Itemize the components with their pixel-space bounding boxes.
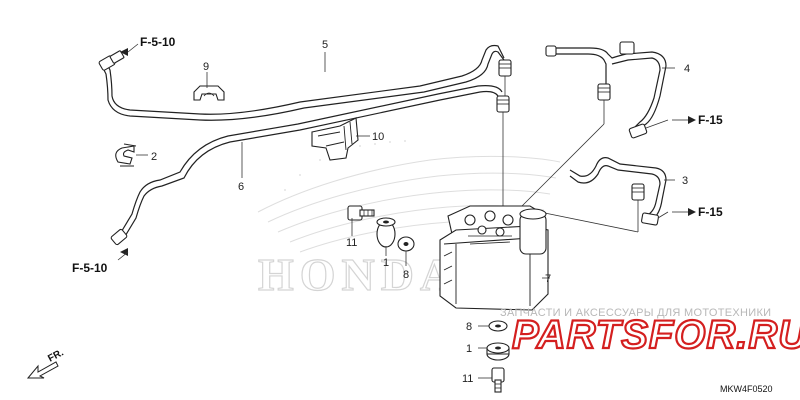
- part-8-collar-lower: [488, 320, 508, 332]
- ref-f-15-upper: F-15: [698, 113, 723, 127]
- pipe6-left-fitting: [110, 228, 128, 246]
- watermark-tagline: ЗАПЧАСТИ И АКСЕССУАРЫ ДЛЯ МОТОТЕХНИКИ: [500, 307, 771, 319]
- callout-3: 3: [682, 175, 688, 187]
- callout-5: 5: [322, 39, 328, 51]
- callout-11-lower: 11: [462, 373, 473, 385]
- callout-6: 6: [238, 181, 244, 193]
- brake-pipe-3: [529, 157, 667, 233]
- part-7-abs-modulator: [439, 205, 549, 311]
- callout-8-upper: 8: [403, 269, 409, 281]
- ref-f-15-lower: F-15: [698, 205, 723, 219]
- callout-11-upper: 11: [346, 237, 357, 249]
- part-11-bolt-lower: [491, 367, 505, 393]
- brake-pipe-5: [103, 44, 505, 121]
- ref-f-5-10-bottom: F-5-10: [72, 261, 108, 275]
- callout-leaders: [136, 52, 675, 379]
- callout-1-lower: 1: [466, 343, 472, 355]
- part-1-grommet-lower: [486, 342, 510, 361]
- part-10-bracket: [311, 117, 359, 161]
- pipe5-left-fitting: [98, 50, 125, 71]
- callout-7: 7: [545, 273, 551, 285]
- callout-9: 9: [203, 61, 209, 73]
- part-1-grommet-upper: [376, 217, 396, 248]
- part-8-collar-upper: [397, 236, 415, 252]
- part-9-pipe-clamp: [193, 85, 225, 101]
- part-2-clip: [115, 143, 137, 167]
- callout-2: 2: [151, 151, 157, 163]
- ref-f-5-10-top: F-5-10: [140, 35, 176, 49]
- brake-pipe-4: [521, 41, 667, 207]
- front-direction-label: FR.: [46, 347, 66, 364]
- diagram-code: MKW4F0520: [720, 384, 773, 394]
- part-11-bolt-upper: [347, 205, 375, 221]
- watermark-brand: PARTSFOR.RU: [512, 313, 800, 357]
- callout-10: 10: [372, 131, 384, 143]
- front-direction-indicator: FR.: [26, 347, 66, 379]
- pipe6-right-fitting: [496, 95, 510, 113]
- honda-background-logo: HONDA: [258, 249, 459, 300]
- honda-wing-watermark: [257, 155, 561, 253]
- callout-4: 4: [684, 63, 690, 75]
- brake-pipe-6: [119, 85, 503, 239]
- pipe5-right-fitting: [498, 59, 512, 77]
- reference-arrows: [117, 43, 696, 261]
- callout-8-lower: 8: [466, 321, 472, 333]
- pipe-connection-lines: [502, 76, 506, 222]
- callout-1-upper: 1: [383, 257, 389, 269]
